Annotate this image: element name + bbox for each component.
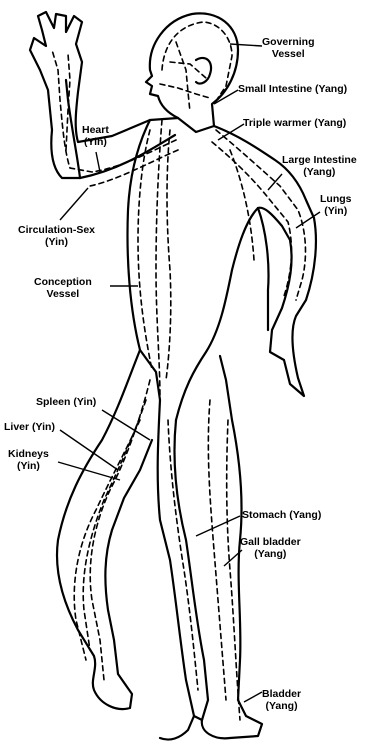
label-spleen: Spleen (Yin)	[36, 396, 96, 408]
label-circulation-sex: Circulation-Sex (Yin)	[18, 224, 95, 248]
meridian-arm-small	[66, 54, 70, 150]
label-heart-line1: Heart	[82, 124, 109, 136]
leader-circulation	[60, 188, 88, 220]
label-gall-bladder-line2: (Yang)	[240, 548, 301, 560]
back-torso	[176, 208, 258, 420]
label-heart-line2: (Yin)	[82, 136, 109, 148]
label-lungs-line1: Lungs	[320, 193, 352, 205]
forearm-inner	[258, 208, 269, 330]
label-governing-vessel: Governing Vessel	[262, 36, 315, 60]
torso-front	[128, 120, 161, 400]
meridian-lungs	[212, 142, 291, 296]
leader-stomach	[196, 516, 240, 536]
label-triple-warmer-line1: Triple warmer (Yang)	[243, 117, 346, 129]
label-conception-line2: Vessel	[34, 288, 92, 300]
label-kidneys: Kidneys (Yin)	[8, 448, 49, 472]
meridian-spleen	[90, 380, 150, 680]
leader-bladder	[244, 692, 262, 702]
inner-thigh	[158, 400, 194, 740]
label-gall-bladder: Gall bladder (Yang)	[240, 536, 301, 560]
label-small-intestine-line1: Small Intestine (Yang)	[238, 83, 347, 95]
label-large-intestine-line2: (Yang)	[282, 166, 357, 178]
label-bladder-line1: Bladder	[262, 688, 301, 700]
label-stomach-line1: Stomach (Yang)	[242, 509, 321, 521]
meridian-kidneys	[74, 420, 140, 660]
label-lungs-line2: (Yin)	[320, 205, 352, 217]
meridian-gall-bladder	[208, 400, 226, 700]
label-triple-warmer: Triple warmer (Yang)	[243, 117, 346, 129]
label-circulation-sex-line2: (Yin)	[18, 236, 95, 248]
label-conception-line1: Conception	[34, 276, 92, 288]
label-large-intestine: Large Intestine (Yang)	[282, 154, 357, 178]
label-lungs: Lungs (Yin)	[320, 193, 352, 217]
label-liver: Liver (Yin)	[4, 421, 55, 433]
label-large-intestine-line1: Large Intestine	[282, 154, 357, 166]
leader-heart	[96, 152, 100, 172]
label-stomach: Stomach (Yang)	[242, 509, 321, 521]
label-kidneys-line1: Kidneys	[8, 448, 49, 460]
label-governing-line2: Vessel	[262, 48, 315, 60]
leader-governing	[230, 44, 262, 46]
label-conception-vessel: Conception Vessel	[34, 276, 92, 300]
leader-large-intestine	[268, 174, 282, 190]
label-spleen-line1: Spleen (Yin)	[36, 396, 96, 408]
meridian-back-arm	[230, 150, 254, 260]
meridian-head-1	[176, 42, 190, 112]
label-liver-line1: Liver (Yin)	[4, 421, 55, 433]
head-outline	[146, 13, 238, 132]
label-gall-bladder-line1: Gall bladder	[240, 536, 301, 548]
label-heart: Heart (Yin)	[82, 124, 109, 148]
label-circulation-sex-line1: Circulation-Sex	[18, 224, 95, 236]
meridian-trunk-2	[166, 130, 171, 380]
meridian-head-2	[160, 84, 210, 98]
leader-liver	[60, 430, 118, 470]
label-small-intestine: Small Intestine (Yang)	[238, 83, 347, 95]
meridian-stomach-trunk	[156, 120, 162, 400]
label-kidneys-line2: (Yin)	[8, 460, 49, 472]
rear-ankle	[194, 716, 202, 720]
leader-small-intestine	[214, 90, 238, 104]
label-governing-line1: Governing	[262, 36, 315, 48]
label-bladder-line2: (Yang)	[262, 700, 301, 712]
label-bladder: Bladder (Yang)	[262, 688, 301, 712]
meridian-stomach-leg	[168, 420, 198, 690]
meridian-head-3	[170, 62, 206, 78]
